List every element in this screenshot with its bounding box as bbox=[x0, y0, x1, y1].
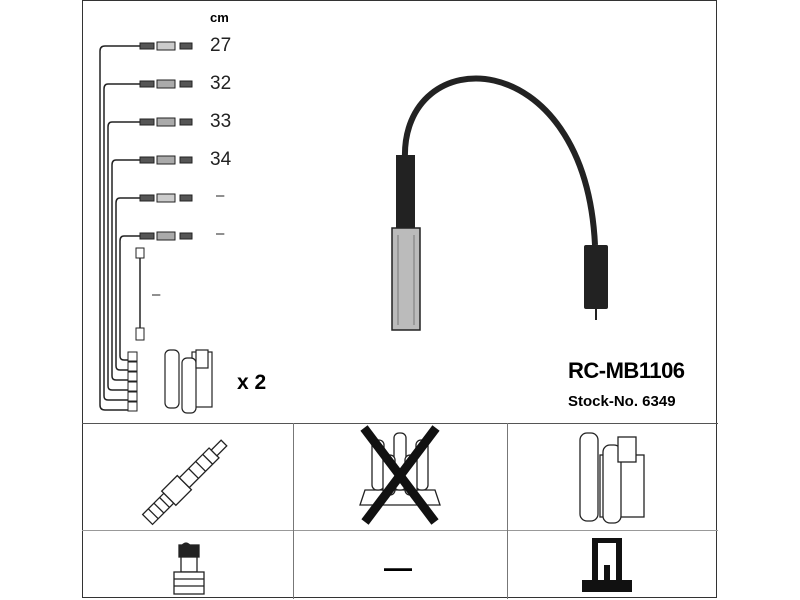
cable-length-4: 34 bbox=[210, 149, 232, 170]
cable-length-1: 27 bbox=[210, 35, 232, 56]
multiplier-label: x 2 bbox=[237, 371, 267, 394]
divider-middle bbox=[82, 530, 718, 531]
cable-length-5: – bbox=[216, 187, 225, 204]
no-cap-terminal-value: — bbox=[384, 552, 412, 583]
coil-small-icon bbox=[164, 349, 213, 414]
cable-connectors bbox=[127, 41, 193, 412]
diagram-frame bbox=[82, 0, 717, 598]
main-ignition-cable bbox=[391, 75, 608, 331]
divider-top bbox=[82, 423, 718, 424]
cable-length-7: – bbox=[152, 286, 161, 303]
cable-length-6: – bbox=[216, 225, 225, 242]
divider-col-2 bbox=[507, 423, 508, 599]
stock-number: Stock-No. 6349 bbox=[568, 393, 676, 410]
divider-col-1 bbox=[293, 423, 294, 599]
cable-length-2: 32 bbox=[210, 73, 232, 94]
cable-length-3: 33 bbox=[210, 111, 232, 132]
wire-bundle bbox=[99, 45, 141, 411]
part-number: RC-MB1106 bbox=[568, 358, 685, 383]
unit-label: cm bbox=[210, 10, 229, 25]
